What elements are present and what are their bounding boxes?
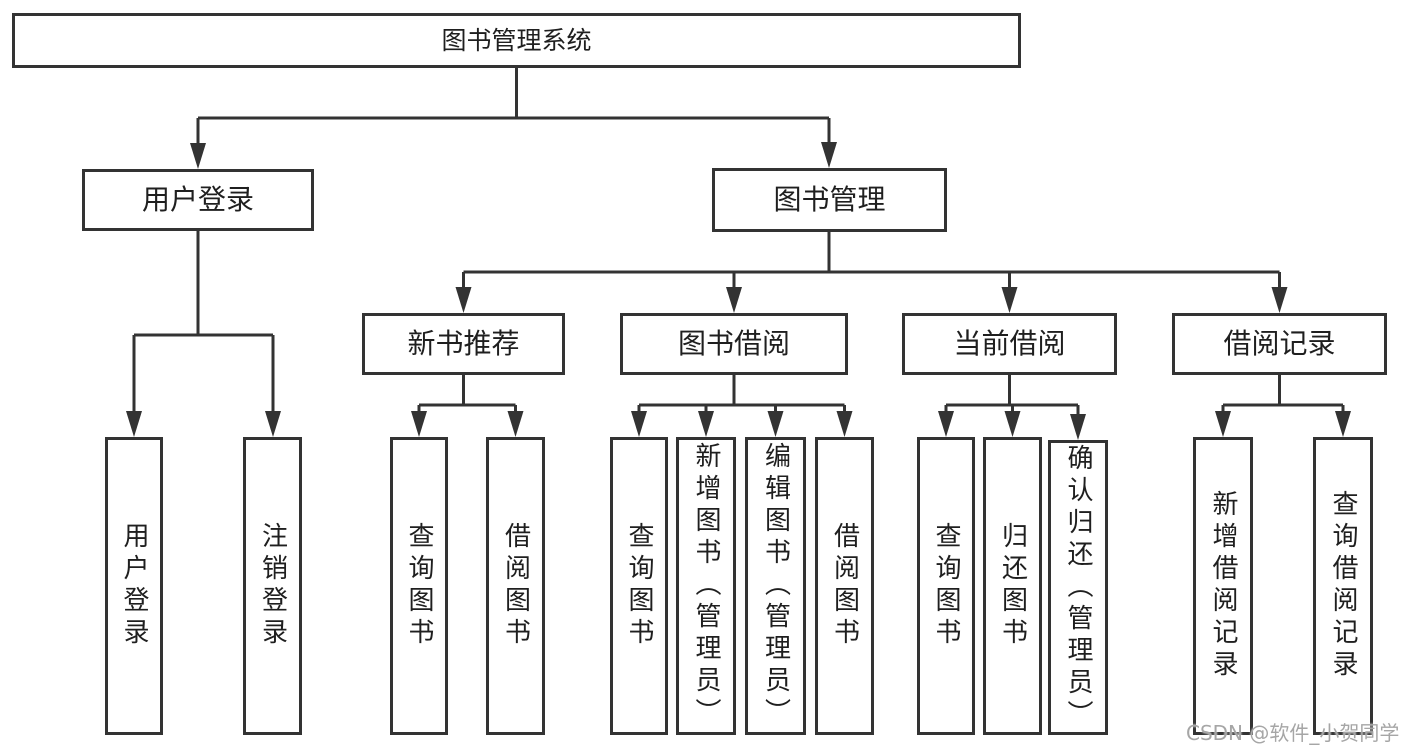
leaf-edit-book-admin: 编辑图书（管理员） bbox=[745, 437, 806, 735]
node-book-management: 图书管理 bbox=[712, 168, 947, 232]
node-book-borrow: 图书借阅 bbox=[620, 313, 848, 375]
leaf-add-borrow-record: 新增借阅记录 bbox=[1193, 437, 1253, 735]
node-book-borrow-label: 图书借阅 bbox=[677, 327, 790, 360]
leaf-borrow-books: 借阅图书 bbox=[815, 437, 874, 735]
leaf-borrow-books-label: 借阅图书 bbox=[829, 522, 860, 650]
leaf-query-books-recommend: 查询图书 bbox=[390, 437, 448, 735]
node-borrow-records: 借阅记录 bbox=[1172, 313, 1387, 375]
leaf-return-books: 归还图书 bbox=[983, 437, 1042, 735]
leaf-logout-login-label: 注销登录 bbox=[257, 522, 288, 650]
leaf-query-books-borrow: 查询图书 bbox=[610, 437, 668, 735]
leaf-query-books-borrow-label: 查询图书 bbox=[624, 522, 654, 650]
node-new-book-recommend: 新书推荐 bbox=[362, 313, 565, 375]
node-book-management-label: 图书管理 bbox=[773, 183, 886, 216]
leaf-query-books-recommend-label: 查询图书 bbox=[404, 522, 434, 650]
leaf-edit-book-admin-label: 编辑图书（管理员） bbox=[760, 442, 791, 730]
node-library-system-label: 图书管理系统 bbox=[441, 26, 592, 55]
leaf-confirm-return-admin-label: 确认归还（管理员） bbox=[1063, 443, 1093, 732]
node-user-login: 用户登录 bbox=[82, 169, 314, 231]
leaf-user-login: 用户登录 bbox=[105, 437, 163, 735]
leaf-add-book-admin-label: 新增图书（管理员） bbox=[691, 442, 721, 730]
leaf-user-login-label: 用户登录 bbox=[119, 522, 149, 650]
node-current-borrow-label: 当前借阅 bbox=[953, 327, 1066, 360]
node-user-login-label: 用户登录 bbox=[141, 183, 254, 216]
leaf-logout-login: 注销登录 bbox=[243, 437, 302, 735]
watermark: CSDN @软件_小贺同学 bbox=[1186, 721, 1400, 745]
leaf-add-borrow-record-label: 新增借阅记录 bbox=[1208, 490, 1238, 682]
node-current-borrow: 当前借阅 bbox=[902, 313, 1117, 375]
node-new-book-recommend-label: 新书推荐 bbox=[407, 327, 520, 360]
leaf-query-books-current-label: 查询图书 bbox=[931, 522, 961, 650]
node-borrow-records-label: 借阅记录 bbox=[1223, 327, 1336, 360]
leaf-query-books-current: 查询图书 bbox=[917, 437, 975, 735]
leaf-query-borrow-record: 查询借阅记录 bbox=[1313, 437, 1373, 735]
leaf-query-borrow-record-label: 查询借阅记录 bbox=[1328, 490, 1358, 682]
leaf-add-book-admin: 新增图书（管理员） bbox=[676, 437, 736, 735]
leaf-borrow-books-recommend-label: 借阅图书 bbox=[500, 522, 531, 650]
leaf-return-books-label: 归还图书 bbox=[997, 522, 1028, 650]
leaf-confirm-return-admin: 确认归还（管理员） bbox=[1048, 440, 1108, 735]
leaf-borrow-books-recommend: 借阅图书 bbox=[486, 437, 545, 735]
node-library-system: 图书管理系统 bbox=[12, 13, 1021, 68]
